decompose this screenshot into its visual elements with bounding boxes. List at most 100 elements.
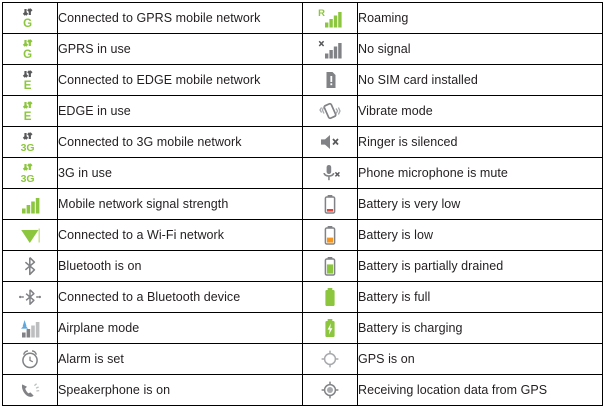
table-row: Connected to a Bluetooth device Battery … (2, 281, 603, 313)
icon-cell-vibrate-mode (302, 95, 358, 127)
table-row: E Connected to EDGE mobile network No SI… (2, 64, 603, 96)
label-vibrate-mode: Vibrate mode (357, 95, 603, 127)
battery-full-icon (317, 286, 343, 308)
icon-cell-roaming: R (302, 2, 358, 34)
icon-cell-3g-in-use: 3G (2, 157, 58, 189)
label-gprs-in-use: GPRS in use (57, 33, 303, 65)
label-signal-strength: Mobile network signal strength (57, 188, 303, 220)
svg-text:E: E (24, 111, 32, 122)
icon-cell-edge-in-use: E (2, 95, 58, 127)
icon-cell-battery-low (302, 219, 358, 251)
edge-in-use-icon: E (17, 100, 43, 122)
table-row: Connected to a Wi-Fi network Battery is … (2, 219, 603, 251)
label-battery-low: Battery is low (357, 219, 603, 251)
table-row: Mobile network signal strength Battery i… (2, 188, 603, 220)
label-gps-receiving: Receiving location data from GPS (357, 374, 603, 406)
speakerphone-icon (17, 379, 43, 401)
svg-text:R: R (318, 8, 325, 19)
roaming-icon: R (317, 7, 343, 29)
label-battery-full: Battery is full (357, 281, 603, 313)
gps-receiving-icon (317, 379, 343, 401)
ringer-silenced-icon (317, 131, 343, 153)
table-row: Airplane mode Battery is charging (2, 312, 603, 344)
signal-strength-icon (17, 193, 43, 215)
icon-cell-bluetooth-connected (2, 281, 58, 313)
label-ringer-silenced: Ringer is silenced (357, 126, 603, 158)
label-bluetooth-on: Bluetooth is on (57, 250, 303, 282)
microphone-mute-icon (317, 162, 343, 184)
battery-low-icon (317, 224, 343, 246)
vibrate-mode-icon (317, 100, 343, 122)
icon-cell-edge-connected: E (2, 64, 58, 96)
label-alarm: Alarm is set (57, 343, 303, 375)
label-wifi: Connected to a Wi-Fi network (57, 219, 303, 251)
label-microphone-mute: Phone microphone is mute (357, 157, 603, 189)
edge-connected-icon: E (17, 69, 43, 91)
table-row: G GPRS in use No signal (2, 33, 603, 65)
svg-text:E: E (24, 80, 32, 91)
bluetooth-connected-icon (17, 286, 43, 308)
wifi-icon (17, 224, 43, 246)
table-row: Speakerphone is on Receiving location da… (2, 374, 603, 406)
icon-cell-no-signal (302, 33, 358, 65)
icon-cell-gps-receiving (302, 374, 358, 406)
label-3g-in-use: 3G in use (57, 157, 303, 189)
label-battery-very-low: Battery is very low (357, 188, 603, 220)
table-row: G Connected to GPRS mobile network R Roa… (2, 2, 603, 34)
label-battery-partial: Battery is partially drained (357, 250, 603, 282)
icon-cell-gprs-connected: G (2, 2, 58, 34)
table-row: 3G 3G in use Phone microphone is mute (2, 157, 603, 189)
icon-cell-gprs-in-use: G (2, 33, 58, 65)
alarm-icon (17, 348, 43, 370)
icon-cell-battery-partial (302, 250, 358, 282)
status-icon-legend-table: G Connected to GPRS mobile network R Roa… (2, 2, 603, 406)
no-sim-card-icon (317, 69, 343, 91)
label-edge-connected: Connected to EDGE mobile network (57, 64, 303, 96)
3g-connected-icon: 3G (17, 131, 43, 153)
battery-charging-icon (317, 317, 343, 339)
icon-cell-battery-very-low (302, 188, 358, 220)
label-edge-in-use: EDGE in use (57, 95, 303, 127)
gps-on-icon (317, 348, 343, 370)
3g-in-use-icon: 3G (17, 162, 43, 184)
icon-cell-ringer-silenced (302, 126, 358, 158)
icon-cell-bluetooth-on (2, 250, 58, 282)
battery-very-low-icon (317, 193, 343, 215)
label-gps-on: GPS is on (357, 343, 603, 375)
icon-cell-battery-charging (302, 312, 358, 344)
label-speakerphone: Speakerphone is on (57, 374, 303, 406)
label-gprs-connected: Connected to GPRS mobile network (57, 2, 303, 34)
gprs-in-use-icon: G (17, 38, 43, 60)
table-row: E EDGE in use Vibrate mode (2, 95, 603, 127)
icon-cell-3g-connected: 3G (2, 126, 58, 158)
label-3g-connected: Connected to 3G mobile network (57, 126, 303, 158)
icon-cell-no-sim-card (302, 64, 358, 96)
svg-text:3G: 3G (21, 142, 35, 153)
svg-text:G: G (23, 49, 32, 60)
svg-text:3G: 3G (21, 173, 35, 184)
airplane-mode-icon (17, 317, 43, 339)
icon-cell-gps-on (302, 343, 358, 375)
label-bluetooth-connected: Connected to a Bluetooth device (57, 281, 303, 313)
battery-partial-icon (317, 255, 343, 277)
table-row: 3G Connected to 3G mobile network Ringer… (2, 126, 603, 158)
label-battery-charging: Battery is charging (357, 312, 603, 344)
icon-cell-speakerphone (2, 374, 58, 406)
icon-cell-wifi (2, 219, 58, 251)
no-signal-icon (317, 38, 343, 60)
icon-cell-battery-full (302, 281, 358, 313)
svg-text:G: G (23, 18, 32, 29)
label-no-sim-card: No SIM card installed (357, 64, 603, 96)
icon-cell-airplane-mode (2, 312, 58, 344)
legend-table-body: G Connected to GPRS mobile network R Roa… (2, 2, 603, 406)
label-no-signal: No signal (357, 33, 603, 65)
label-airplane-mode: Airplane mode (57, 312, 303, 344)
icon-cell-alarm (2, 343, 58, 375)
label-roaming: Roaming (357, 2, 603, 34)
table-row: Bluetooth is on Battery is partially dra… (2, 250, 603, 282)
icon-cell-signal-strength (2, 188, 58, 220)
table-row: Alarm is set GPS is on (2, 343, 603, 375)
bluetooth-on-icon (17, 255, 43, 277)
gprs-connected-icon: G (17, 7, 43, 29)
icon-cell-microphone-mute (302, 157, 358, 189)
